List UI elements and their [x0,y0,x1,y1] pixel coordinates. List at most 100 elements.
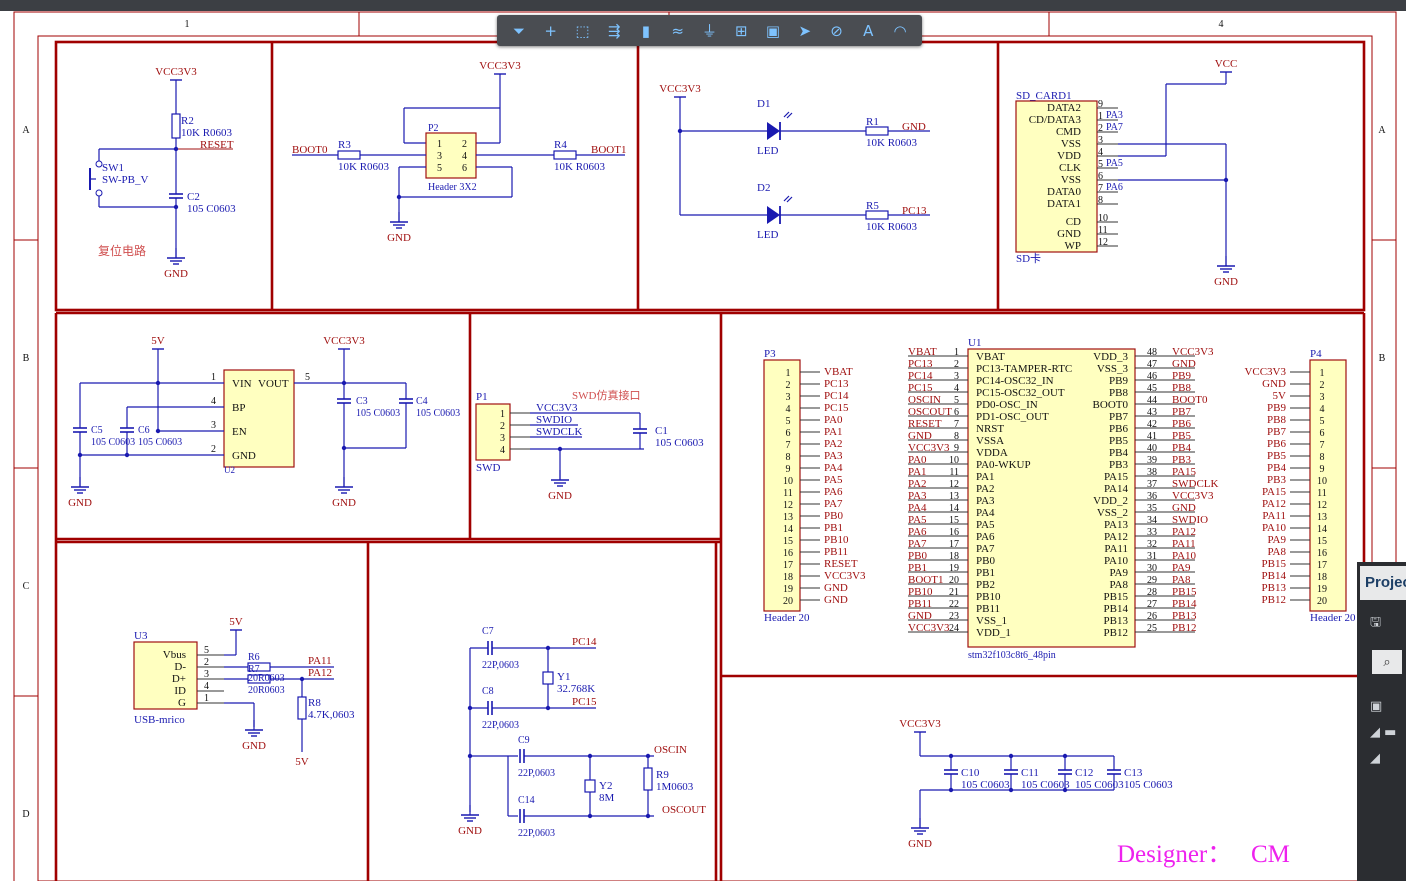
mcu-net: PB15 [1172,586,1197,598]
tree-expand-icon[interactable]: ◢ ▬ [1370,724,1397,740]
header-net: PA9 [1267,534,1286,546]
sw-ref: SW1 [102,162,124,174]
net-label-icon[interactable]: ➤ [798,21,812,40]
header-pin-num: 5 [786,416,791,427]
mcu-pin-num: 19 [949,563,959,574]
y2-body [584,779,596,793]
cap-val: 105 C0603 [961,779,1010,791]
filter-icon[interactable]: ⏷ [512,21,525,40]
power-label: VCC3V3 [659,83,701,95]
u1-val: stm32f103c8t6_48pin [968,650,1056,661]
mcu-net: OSCOUT [908,406,952,418]
mcu-pin-num: 31 [1147,551,1157,562]
projects-panel-title[interactable]: Projec [1360,566,1406,600]
ldo-pin-num: 1 [211,372,216,383]
header-net: PB14 [1262,570,1287,582]
sd-caption: SD卡 [1016,252,1041,265]
part-icon[interactable]: ▣ [765,21,781,40]
header-pin-num: 9 [786,464,791,475]
p2-pin: 6 [462,163,467,174]
header-pin-num: 6 [786,428,791,439]
header-net: VCC3V3 [1244,366,1286,378]
mcu-pin-num: 20 [949,575,959,586]
window-top-bar [0,0,1406,11]
sd-pin-num: 2 [1098,123,1103,134]
mcu-net: PA2 [908,478,927,490]
sd-pin-name: WP [1065,240,1082,252]
arc-icon[interactable]: ◠ [893,21,907,40]
c7-val: 22P,0603 [482,660,519,671]
junction [341,445,347,451]
mcu-net: PB13 [1172,610,1197,622]
save-icon[interactable]: 🖫 [1370,615,1382,630]
mcu-pin-num: 7 [954,419,959,430]
c6-ref: C6 [138,425,150,436]
r3-ref: R3 [338,139,351,151]
power-label: 5V [229,616,243,628]
component-icon[interactable]: ▮ [641,21,651,40]
y1-val: 32.768K [557,683,595,695]
u3-val: USB-mrico [134,714,185,726]
mcu-pin-name: BOOT0 [1093,399,1129,411]
select-rect-icon[interactable]: ⬚ [575,21,590,40]
mcu-net: VCC3V3 [1172,346,1214,358]
column-label: 1 [185,19,190,30]
no-erc-icon[interactable]: ⊘ [830,21,843,40]
usb-pin-num: 1 [204,693,209,704]
net-pa7: PA7 [1106,122,1123,133]
r4-val: 10K R0603 [554,161,606,173]
c4-ref: C4 [416,396,428,407]
text-icon[interactable]: A [863,21,874,40]
mcu-net: PB4 [1172,442,1191,454]
mcu-net: PB11 [908,598,932,610]
mcu-pin-name: VSS_3 [1097,363,1129,375]
mcu-pin-num: 29 [1147,575,1157,586]
tree-expand-icon-2[interactable]: ◢ [1370,750,1380,766]
port-icon[interactable]: ⊞ [734,21,748,40]
workspace-tree-item[interactable]: ▣ [1370,698,1383,714]
mcu-pin-name: PA14 [1104,483,1129,495]
net-pc14: PC14 [572,636,597,648]
align-icon[interactable]: ⇶ [607,21,621,40]
r6-val: 20R0603 [248,673,285,684]
mcu-pin-name: PD0-OSC_IN [976,399,1038,411]
usb-pin: D+ [172,673,186,685]
mcu-pin-num: 37 [1147,479,1157,490]
r5-val: 10K R0603 [866,221,918,233]
junction [557,446,563,452]
mcu-net: BOOT0 [1172,394,1208,406]
search-icon[interactable]: ⌕ [1372,650,1402,674]
mcu-net: PA11 [1172,538,1196,550]
add-icon[interactable]: + [544,21,557,40]
mcu-net: BOOT1 [908,574,943,586]
r9-ref: R9 [656,769,669,781]
net-pa3: PA3 [1106,110,1123,121]
bus-icon[interactable]: ≈ [671,21,684,40]
resistor-body [643,767,653,791]
mcu-pin-num: 14 [949,503,959,514]
c1-ref: C1 [655,425,668,437]
mcu-net: PA10 [1172,550,1197,562]
mcu-net: GND [908,430,932,442]
projects-panel [1357,562,1406,881]
mcu-pin-num: 34 [1147,515,1157,526]
net-pa11: PA11 [308,655,332,667]
d2-val: LED [757,229,778,241]
led-triangle [767,206,780,224]
mcu-pin-name: PD1-OSC_OUT [976,411,1049,423]
r1-val: 10K R0603 [866,137,918,149]
mcu-pin-name: PB6 [1109,423,1128,435]
mcu-net: SWDCLK [1172,478,1219,490]
mcu-pin-num: 33 [1147,527,1157,538]
cap-val: 105 C0603 [1075,779,1124,791]
header-net: PA2 [824,438,843,450]
p1-pin: 1 [500,409,505,420]
wire [786,112,793,119]
sd-pin-num: 3 [1098,135,1103,146]
mcu-pin-num: 24 [949,623,959,634]
header-net: VCC3V3 [824,570,866,582]
net-swdclk: SWDCLK [536,426,583,438]
ground-power-icon[interactable]: ⏚ [701,22,717,40]
mcu-pin-name: PA0-WKUP [976,459,1031,471]
